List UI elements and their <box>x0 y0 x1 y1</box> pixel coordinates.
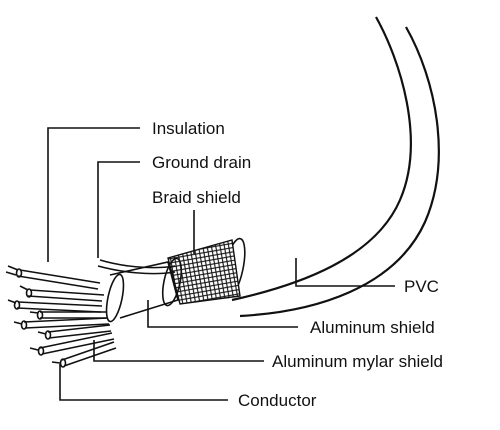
label-ground-drain: Ground drain <box>152 153 251 172</box>
leader-ground-drain <box>97 161 140 258</box>
leader-conductor <box>59 364 228 401</box>
insulated-wire-pairs <box>5 265 117 368</box>
label-braid-shield: Braid shield <box>152 188 241 207</box>
pvc-jacket <box>222 16 440 318</box>
leader-pvc <box>295 258 395 287</box>
label-pvc: PVC <box>404 277 439 296</box>
label-aluminum-mylar-shield: Aluminum mylar shield <box>272 352 443 371</box>
leader-lines <box>47 127 395 401</box>
leader-aluminum-mylar-shield <box>93 340 264 362</box>
leader-insulation <box>47 127 140 262</box>
braid-shield <box>161 239 241 307</box>
ground-drain-wire <box>97 259 176 275</box>
label-aluminum-shield: Aluminum shield <box>310 318 435 337</box>
leader-aluminum-shield <box>147 300 298 328</box>
label-conductor: Conductor <box>238 391 317 410</box>
aluminum-shield <box>105 261 179 323</box>
label-insulation: Insulation <box>152 119 225 138</box>
